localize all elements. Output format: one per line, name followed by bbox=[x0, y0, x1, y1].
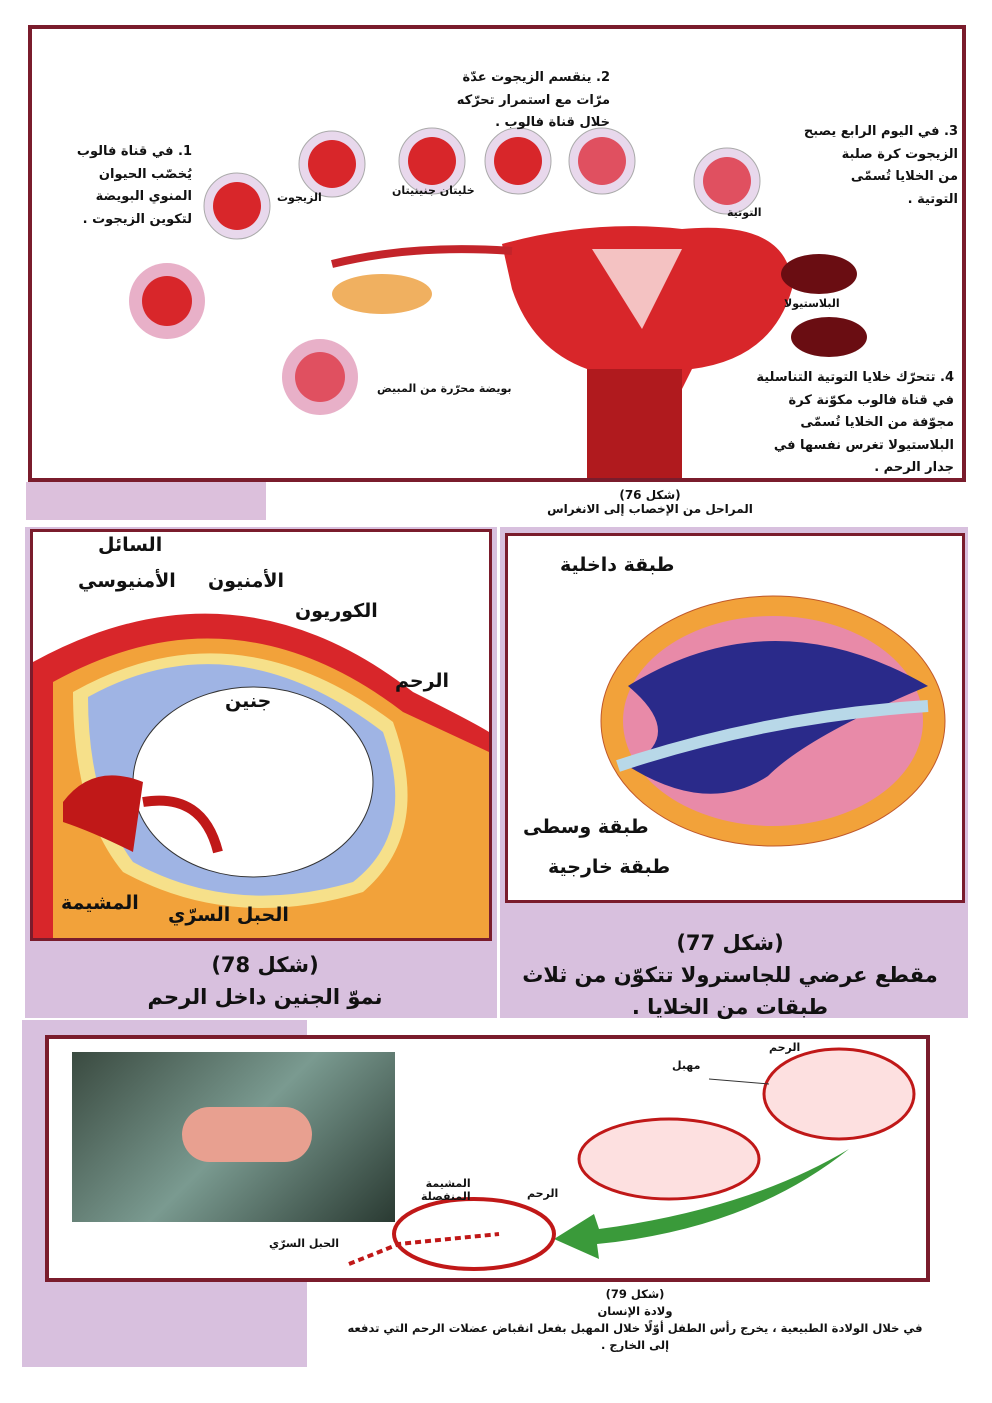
label-cord: الحبل السرّي bbox=[269, 1237, 339, 1250]
figure-78: السائل الأمنيوسي الأمنيون الكوريون الرحم… bbox=[25, 527, 497, 1018]
label-zygote: الزيجوت bbox=[277, 191, 322, 204]
label-uterus: الرحم bbox=[395, 670, 450, 692]
label-mesoderm: طبقة وسطى bbox=[523, 816, 649, 838]
gastrula-diagram: طبقة داخلية طبقة وسطى طبقة خارجية bbox=[505, 533, 965, 903]
figure-79-caption: (شكل 79) ولادة الإنسان في خلال الولادة ا… bbox=[347, 1287, 923, 1352]
fallopian-tube bbox=[331, 245, 513, 268]
newborn-figure bbox=[182, 1107, 312, 1162]
label-morula: التوتية bbox=[727, 206, 762, 219]
ovary bbox=[332, 274, 432, 314]
figure-77: طبقة داخلية طبقة وسطى طبقة خارجية (شكل 7… bbox=[500, 527, 968, 1019]
label-uterus-top: الرحم bbox=[769, 1041, 801, 1054]
label-fluid: السائل bbox=[98, 534, 163, 556]
label-chorion: الكوريون bbox=[295, 600, 378, 622]
label-endoderm: طبقة داخلية bbox=[560, 554, 675, 576]
label-placenta: المشيمة bbox=[61, 892, 139, 914]
label-amniotic: الأمنيوسي bbox=[78, 570, 176, 592]
green-arrow bbox=[554, 1149, 849, 1259]
label-ectoderm: طبقة خارجية bbox=[548, 856, 671, 878]
label-cord: الحبل السرّي bbox=[168, 904, 289, 926]
page-tint bbox=[26, 482, 266, 520]
gastrula-illustration bbox=[600, 595, 946, 847]
label-blastula: البلاستيولا bbox=[784, 297, 840, 310]
fertilization-diagram bbox=[129, 127, 867, 478]
fetus-diagram: السائل الأمنيوسي الأمنيون الكوريون الرحم… bbox=[30, 529, 492, 941]
label-fetus: جنين bbox=[225, 690, 272, 712]
figure-76-caption: (شكل 76)المراحل من الإخصاب إلى الانغراس bbox=[547, 488, 753, 516]
uterus-cavity bbox=[592, 249, 682, 329]
birth-illustration bbox=[348, 1047, 916, 1271]
label-cervix: مهبل bbox=[672, 1059, 701, 1072]
label-two-cells: خليتان جنينيتان bbox=[392, 184, 475, 197]
label-egg: بويضة محرّرة من المبيض bbox=[377, 382, 512, 395]
fetus-illustration bbox=[33, 613, 489, 938]
figure-77-caption: (شكل 77)مقطع عرضي للجاسترولا تتكوّن من ث… bbox=[522, 931, 938, 1019]
label-uterus-bottom: الرحم bbox=[527, 1187, 559, 1200]
figure-78-caption: (شكل 78)نموّ الجنين داخل الرحم bbox=[147, 953, 383, 1009]
newborn-photo bbox=[72, 1052, 395, 1222]
cell-stages bbox=[129, 127, 867, 415]
label-amnion: الأمنيون bbox=[208, 570, 285, 592]
vagina-shape bbox=[587, 369, 682, 478]
